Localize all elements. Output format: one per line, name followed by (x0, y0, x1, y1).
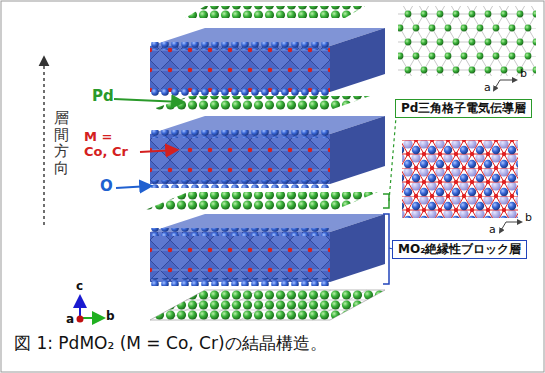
pd-grid-layer (150, 290, 385, 320)
axis-label: b (106, 310, 115, 324)
atom-label: M = Co, Cr (84, 130, 136, 160)
bracket (383, 214, 389, 284)
pd-layer (185, 6, 365, 18)
box-text: MO₂絶縁性ブロック層 (398, 242, 521, 256)
mo2-lattice-inset (402, 140, 518, 218)
inset-axes (500, 222, 521, 232)
axes (77, 298, 103, 323)
box-text: Pd三角格子電気伝導層 (401, 101, 526, 115)
axis-label: b (525, 212, 532, 225)
mo2-slab (150, 28, 385, 96)
leader-arrow (140, 150, 176, 152)
axis-label: c (76, 280, 83, 294)
mo2-slab (150, 116, 385, 188)
direction-arrow (43, 58, 44, 225)
inset-axes (494, 80, 516, 90)
pd-layer (145, 192, 378, 210)
leader-arrow (114, 99, 182, 102)
atom-label: O (100, 178, 113, 195)
layer-label-box: MO₂絶縁性ブロック層 (392, 240, 527, 259)
pd-lattice-inset (398, 6, 536, 76)
pd-layer (150, 96, 370, 110)
leader-arrow (116, 186, 150, 188)
atom-label: Pd (92, 88, 114, 105)
dashed-link (389, 117, 396, 201)
axis-label: b (520, 68, 527, 81)
axis-label: a (484, 82, 491, 95)
axis-label: a (66, 313, 74, 327)
direction-label: 層間方向 (54, 110, 69, 176)
mo2-slab (150, 214, 385, 286)
figure-caption: 図 1: PdMO₂ (M = Co, Cr)の結晶構造。 (14, 334, 327, 354)
axis-label: a (489, 224, 496, 237)
layer-label-box: Pd三角格子電気伝導層 (395, 99, 532, 118)
bracket (383, 194, 389, 208)
